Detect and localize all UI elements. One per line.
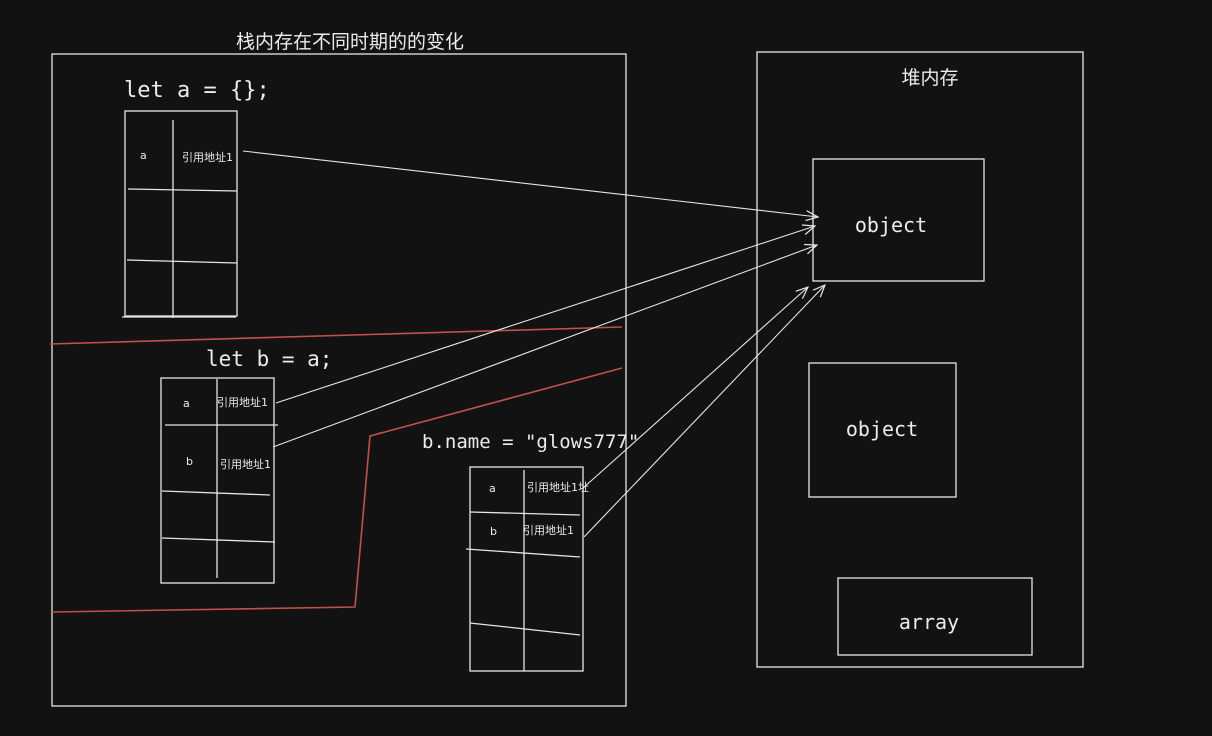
stage-divider-1	[49, 326, 623, 345]
code-stage-3: b.name = "glows777"	[422, 431, 639, 453]
stage-divider-2	[51, 367, 623, 613]
variable-name-cell: a	[183, 397, 190, 410]
heap-array-box	[837, 577, 1033, 656]
heap-array-label: array	[899, 610, 959, 634]
reference-arrow-stage2-a	[275, 226, 815, 404]
heap-object-label-2: object	[846, 417, 918, 441]
reference-address-cell: 引用地址1址	[527, 480, 589, 494]
reference-arrow-stage2-b	[272, 245, 817, 448]
code-stage-2: let b = a;	[206, 347, 332, 371]
stack-table-stage-3	[465, 466, 584, 672]
stack-memory-title: 栈内存在不同时期的的变化	[236, 31, 464, 53]
code-stage-1: let a = {};	[124, 78, 270, 103]
heap-memory-frame	[756, 51, 1084, 668]
heap-object-label-1: object	[855, 213, 927, 237]
variable-name-cell: b	[490, 525, 497, 538]
reference-address-cell: 引用地址1	[182, 150, 233, 164]
reference-arrow-stage1-a	[242, 150, 818, 217]
variable-name-cell: a	[489, 482, 496, 495]
reference-address-cell: 引用地址1	[217, 395, 268, 409]
stack-table-stage-1	[122, 110, 238, 318]
reference-address-cell: 引用地址1	[220, 457, 271, 471]
stack-table-stage-2	[160, 377, 278, 584]
variable-name-cell: b	[186, 455, 193, 468]
reference-arrow-stage3-a	[581, 287, 808, 490]
reference-arrow-stage3-b	[583, 285, 825, 538]
heap-object-box-2	[808, 362, 957, 498]
heap-memory-title: 堆内存	[901, 67, 958, 89]
variable-name-cell: a	[140, 149, 147, 162]
reference-address-cell: 引用地址1	[523, 523, 574, 537]
stack-memory-frame	[51, 53, 627, 707]
